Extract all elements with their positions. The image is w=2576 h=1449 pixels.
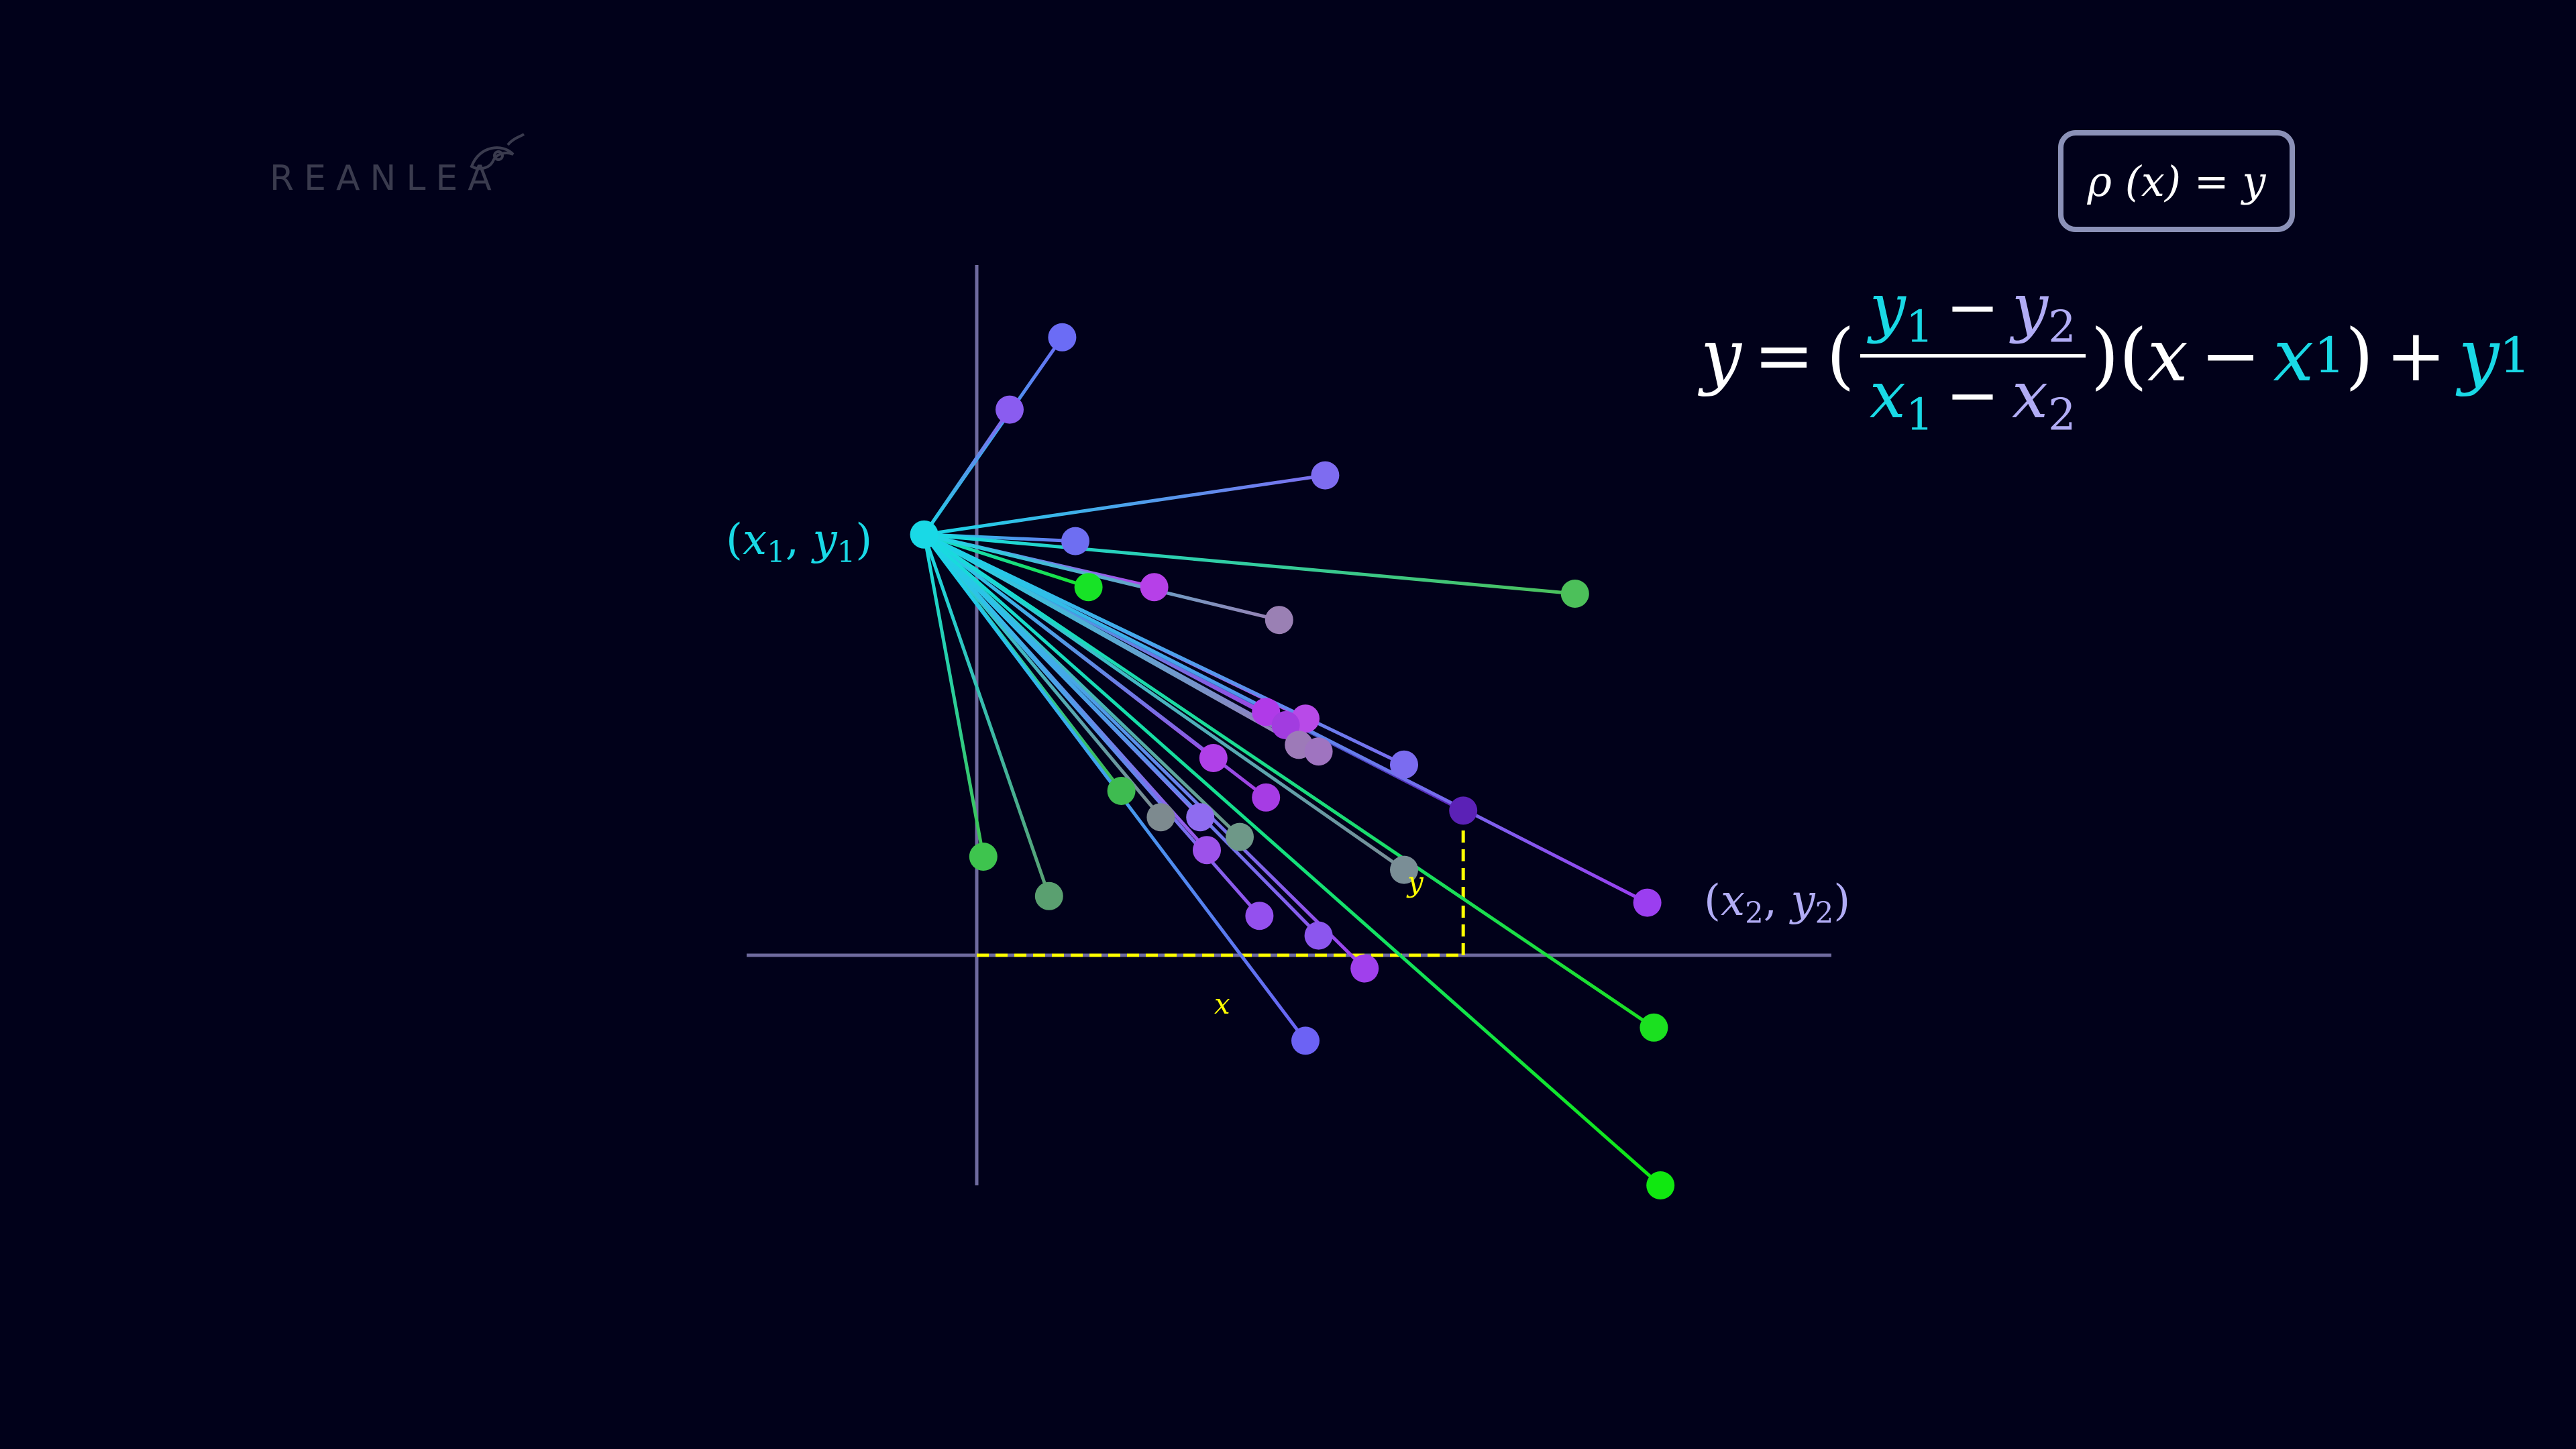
formula-equals: = — [1754, 313, 1815, 398]
function-box: ρ (x) = y — [2058, 130, 2295, 232]
line-segments — [922, 336, 1662, 1187]
num-y1: y — [1869, 269, 1906, 345]
anchor-dot — [910, 520, 938, 549]
formula-y1: y — [2458, 313, 2500, 398]
point-25 — [969, 843, 998, 871]
formula-close-paren-2: ) — [2345, 313, 2374, 398]
formula-plus: + — [2385, 313, 2447, 398]
point-3 — [1311, 461, 1340, 490]
num-y2-sub: 2 — [2048, 301, 2076, 352]
point-13 — [1304, 737, 1333, 766]
segment-14 — [923, 533, 1405, 767]
point-1 — [1048, 323, 1077, 352]
p1-y: y — [812, 515, 837, 565]
segment-5 — [924, 533, 1576, 596]
den-minus: − — [1945, 357, 2000, 433]
formula-x1: x — [2273, 313, 2314, 398]
segment-32 — [922, 533, 1662, 1187]
num-minus: − — [1945, 269, 2000, 345]
formula-x: x — [2147, 313, 2188, 398]
point-14 — [1390, 750, 1418, 779]
point-24 — [1633, 888, 1662, 917]
point-30 — [1291, 1026, 1320, 1055]
point-29 — [1350, 954, 1379, 983]
p2-x-sub: 2 — [1745, 897, 1764, 931]
point-17 — [1449, 796, 1478, 825]
point-26 — [1034, 881, 1063, 910]
point-5 — [1560, 580, 1589, 608]
point-6 — [1074, 573, 1103, 602]
formula-close-paren: ) — [2090, 313, 2119, 398]
segment-29 — [922, 533, 1366, 970]
point1-label: (x1, y1) — [726, 515, 872, 570]
point-4 — [1061, 527, 1089, 555]
den-x1-sub: 1 — [1905, 388, 1934, 440]
data-points — [969, 323, 1675, 1199]
p2-open: ( — [1704, 876, 1721, 926]
slope-denominator: x1−x2 — [1860, 361, 2086, 440]
point-7 — [1140, 573, 1169, 602]
formula-y1-sub: 1 — [2499, 327, 2531, 384]
p1-comma: , — [785, 515, 813, 565]
point-8 — [1265, 606, 1293, 635]
num-y2: y — [2011, 269, 2049, 345]
den-x1: x — [1869, 357, 1906, 433]
point-22 — [1193, 836, 1221, 865]
p1-x: x — [742, 515, 767, 565]
point2-label: (x2, y2) — [1704, 876, 1850, 930]
point-18 — [1107, 777, 1136, 805]
projection-guides — [977, 810, 1465, 957]
p1-open: ( — [726, 515, 743, 565]
reanlea-logo: REANLEA — [270, 158, 502, 199]
segment-31 — [923, 533, 1655, 1029]
point-28 — [1304, 921, 1333, 950]
point-16 — [1252, 783, 1281, 812]
slope-numerator: y1−y2 — [1860, 273, 2086, 352]
segment-6 — [923, 533, 1089, 589]
p2-y-sub: 2 — [1815, 897, 1834, 931]
segment-3 — [924, 474, 1326, 537]
slope-fraction: y1−y2 x1−x2 — [1860, 273, 2086, 440]
p2-x: x — [1720, 876, 1746, 926]
segment-25 — [922, 534, 985, 857]
point-32 — [1646, 1171, 1675, 1199]
formula-lhs: y — [1701, 313, 1742, 398]
formula-open-paren-2: ( — [2118, 313, 2147, 398]
formula-open-paren: ( — [1826, 313, 1855, 398]
p1-y-sub: 1 — [837, 536, 856, 570]
y-projection-label: y — [1407, 865, 1424, 898]
num-y1-sub: 1 — [1905, 301, 1934, 352]
point-15 — [1199, 744, 1228, 772]
den-x2-sub: 2 — [2048, 388, 2076, 440]
point-23 — [1390, 855, 1418, 884]
point-2 — [996, 395, 1024, 424]
segment-26 — [922, 533, 1051, 897]
x-projection-label: x — [1214, 987, 1230, 1020]
formula-minus: − — [2200, 313, 2261, 398]
p1-x-sub: 1 — [767, 536, 786, 570]
formula-x1-sub: 1 — [2314, 327, 2345, 384]
fraction-bar — [1860, 354, 2086, 358]
point-31 — [1640, 1013, 1668, 1042]
p2-y: y — [1790, 876, 1815, 926]
point-19 — [1186, 803, 1215, 832]
point-27 — [1245, 902, 1274, 930]
point-21 — [1226, 822, 1254, 851]
anchor-point — [910, 520, 938, 549]
p1-close: ) — [855, 515, 873, 565]
point-20 — [1146, 803, 1175, 832]
p2-close: ) — [1833, 876, 1851, 926]
swan-logo-icon — [470, 133, 525, 170]
den-x2: x — [2011, 357, 2048, 433]
segment-2 — [922, 409, 1012, 536]
p2-comma: , — [1763, 876, 1791, 926]
segment-8 — [924, 533, 1280, 622]
